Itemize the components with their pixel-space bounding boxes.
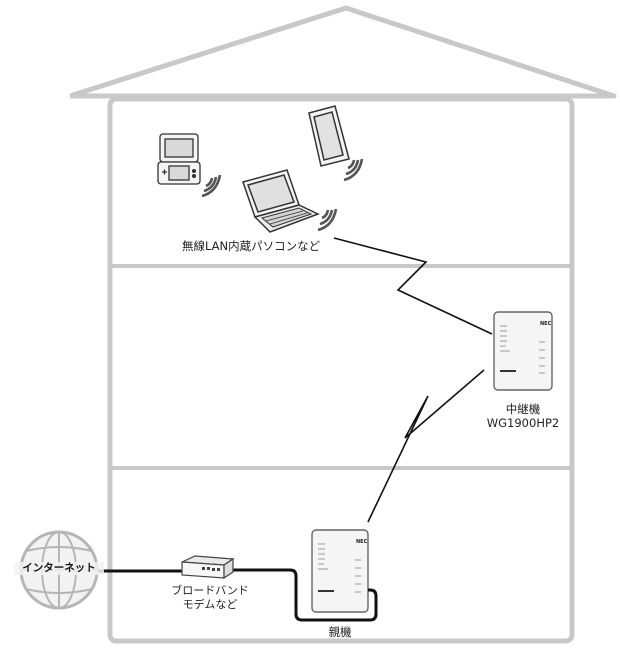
lan-cable xyxy=(227,568,378,622)
laptop-icon xyxy=(242,169,320,233)
house-outline xyxy=(69,5,617,644)
tablet-icon xyxy=(308,105,350,167)
modem-label: ブロードバンド モデムなど xyxy=(158,584,262,612)
modem-label-line1: ブロードバンド xyxy=(171,584,249,597)
handheld-game-icon xyxy=(157,133,201,185)
internet-label: インターネット xyxy=(14,562,104,576)
wifi-waves-laptop xyxy=(317,208,338,232)
repeater-name: 中継機 xyxy=(505,402,541,416)
parent-brand-logo: NEC xyxy=(356,539,368,545)
modem-label-line2: モデムなど xyxy=(182,597,238,611)
repeater-model: WG1900HP2 xyxy=(486,416,560,431)
wireless-devices-label: 無線LAN内蔵パソコンなど xyxy=(182,239,321,253)
wifi-waves-tablet xyxy=(343,158,364,182)
parent-router-icon: NEC xyxy=(311,529,369,613)
modem-icon xyxy=(181,555,235,580)
repeater-label: 中継機 WG1900HP2 xyxy=(470,402,576,431)
repeater-router-icon: NEC xyxy=(493,311,553,391)
repeater-brand-logo: NEC xyxy=(540,321,552,327)
wifi-waves-game xyxy=(201,174,222,198)
wireless-signal-lower xyxy=(367,369,485,523)
parent-router-label: 親機 xyxy=(328,625,352,639)
wireless-signal-upper xyxy=(333,237,493,335)
